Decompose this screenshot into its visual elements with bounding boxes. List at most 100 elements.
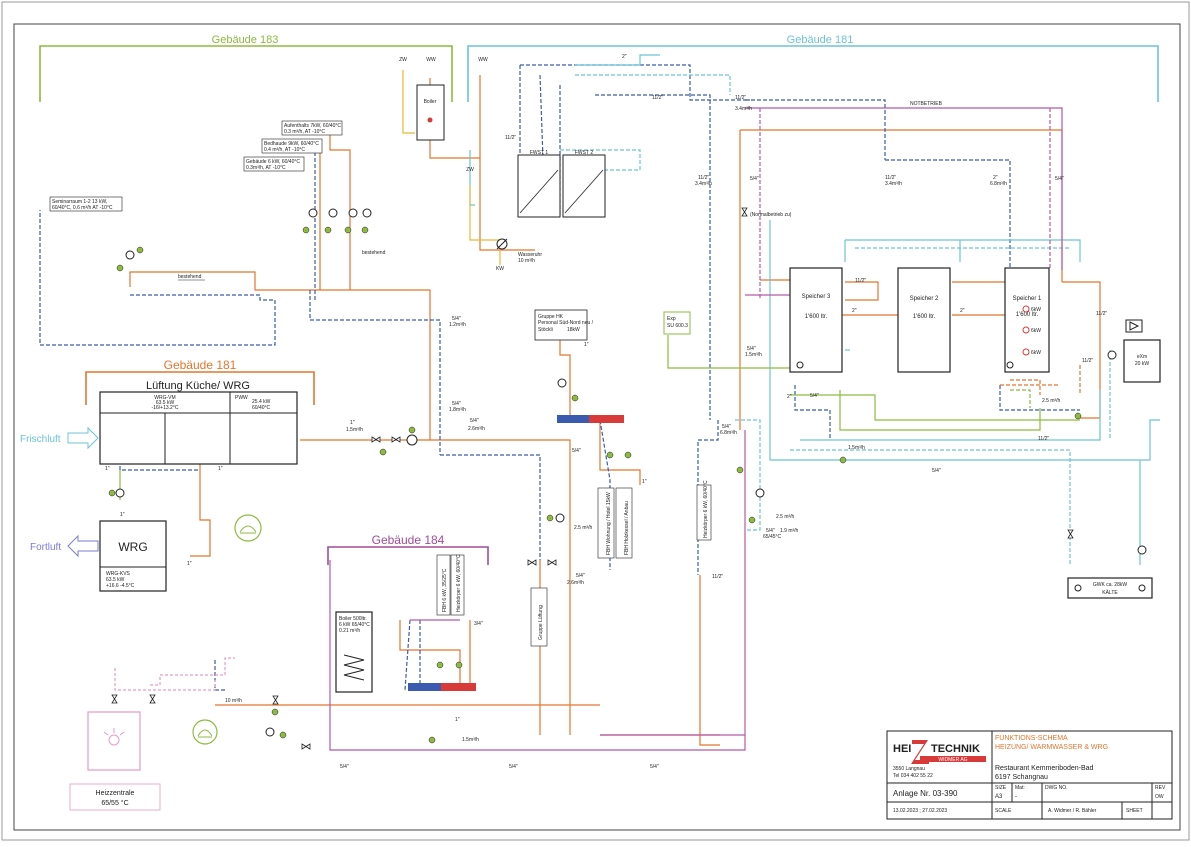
svg-text:11/2": 11/2" [855, 278, 866, 284]
valve-icons [111, 207, 1074, 750]
svg-text:SU 600.3: SU 600.3 [667, 323, 688, 329]
svg-text:Tel 034 402 55 22: Tel 034 402 55 22 [893, 773, 933, 779]
svg-text:Stöckli: Stöckli [538, 327, 553, 333]
svg-text:1.5m³/h: 1.5m³/h [745, 352, 762, 358]
svg-text:FBH Holzkessel / Anbau: FBH Holzkessel / Anbau [624, 501, 630, 555]
svg-text:0.3 m³/h, AT -10°C: 0.3 m³/h, AT -10°C [284, 129, 325, 135]
svg-text:FBH 6 kW, 35/25°C: FBH 6 kW, 35/25°C [442, 568, 448, 612]
svg-text:A3: A3 [995, 794, 1003, 800]
svg-text:Speicher 3: Speicher 3 [802, 294, 831, 300]
expansion-vessel: Exp SU 600.3 [663, 311, 691, 335]
svg-text:11/2": 11/2" [505, 135, 516, 141]
svg-text:11/2": 11/2" [712, 574, 723, 580]
svg-text:Boiler 500ltr.: Boiler 500ltr. [339, 616, 367, 622]
svg-text:60/40°C, 0.6 m³/h AT -10°C: 60/40°C, 0.6 m³/h AT -10°C [52, 205, 113, 211]
fwst-2: FWST 2 [562, 150, 606, 218]
svg-text:2.6m³/h: 2.6m³/h [567, 580, 584, 586]
svg-text:TECHNIK: TECHNIK [931, 743, 980, 755]
svg-text:2": 2" [960, 308, 965, 314]
svg-text:1.5m³/h: 1.5m³/h [848, 445, 865, 451]
svg-text:3.4m³/h: 3.4m³/h [885, 181, 902, 187]
heizzentrale: Heizzentrale 65/55 °C [69, 711, 161, 811]
svg-text:6197 Schangnau: 6197 Schangnau [995, 774, 1048, 781]
svg-text:Boiler: Boiler [424, 99, 437, 105]
svg-text:PWW: PWW [235, 395, 248, 401]
svg-text:11/2": 11/2" [1038, 436, 1049, 442]
svg-text:WRG-VM: WRG-VM [154, 395, 175, 401]
speicher-1: Speicher 1 1'600 ltr. 6kW 6kW 6kW [1004, 267, 1050, 373]
svg-text:Heizzentrale: Heizzentrale [96, 790, 135, 797]
svg-text:65/55 °C: 65/55 °C [101, 799, 128, 807]
svg-text:A. Widmer / R. Bähler: A. Widmer / R. Bähler [1048, 808, 1097, 814]
fan-icon-left [234, 514, 262, 542]
lueftung-unit: Lüftung Küche/ WRG WRG-VM 63.5 kW -16/+1… [99, 380, 298, 465]
kw-label: KW [496, 266, 504, 272]
zw-label-2: ZW [466, 167, 474, 173]
speicher-3: Speicher 3 1'600 ltr. [789, 267, 843, 373]
building-181-top-label: Gebäude 181 [787, 34, 854, 46]
svg-text:Restaurant Kemmeriboden-Bad: Restaurant Kemmeriboden-Bad [995, 765, 1094, 772]
svg-text:6kW: 6kW [1031, 307, 1041, 313]
svg-text:1'600 ltr.: 1'600 ltr. [805, 314, 828, 320]
svg-text:18kW: 18kW [567, 327, 580, 333]
svg-text:REV: REV [1155, 785, 1166, 791]
svg-text:5/4": 5/4" [452, 401, 461, 407]
svg-text:Gruppe HK: Gruppe HK [538, 314, 564, 320]
boiler-184: Boiler 500ltr. 6 kW 65/40°C 0.21 m³/h [335, 611, 373, 693]
building-181-left-label: Gebäude 181 [164, 358, 237, 372]
building-181-top-bracket: Gebäude 181 [467, 34, 1159, 102]
svg-text:+16.6 -4.5°C: +16.6 -4.5°C [106, 583, 135, 589]
svg-text:3550 Langnau: 3550 Langnau [893, 766, 925, 772]
fortluft-arrow: Fortluft [30, 534, 99, 558]
svg-text:2.5 m³/h: 2.5 m³/h [574, 525, 593, 531]
svg-text:1": 1" [350, 420, 355, 426]
wasseruhr-meter: Wasseruhr 10 m³/h [496, 238, 542, 264]
svg-text:5/4": 5/4" [576, 573, 585, 579]
svg-text:bestehend: bestehend [362, 250, 386, 256]
svg-text:2": 2" [993, 175, 998, 181]
pipe-annotations: 2" 11/2" 11/2" 11/2" 3.4m³/h 11/2" 3.4m³… [105, 54, 1107, 770]
svg-text:0.4 m³/h, AT -10°C: 0.4 m³/h, AT -10°C [264, 147, 305, 153]
svg-text:Seminarraum 1-2 13 kW,: Seminarraum 1-2 13 kW, [52, 199, 107, 205]
svg-text:2.5 m³/h: 2.5 m³/h [1042, 398, 1061, 404]
svg-text:1.9 m³/h: 1.9 m³/h [780, 528, 799, 534]
svg-text:0.21 m³/h: 0.21 m³/h [339, 628, 360, 634]
svg-text:-16/+13.2°C: -16/+13.2°C [152, 405, 179, 411]
svg-text:FWST 1: FWST 1 [530, 150, 548, 156]
svg-text:FWST 2: FWST 2 [575, 150, 593, 156]
svg-text:25.4 kW: 25.4 kW [252, 399, 271, 405]
svg-text:GWK ca. 28kW: GWK ca. 28kW [1093, 582, 1127, 588]
frischluft-arrow: Frischluft [20, 426, 99, 450]
svg-text:6.8m³/h: 6.8m³/h [990, 181, 1007, 187]
svg-text:10 m³/h: 10 m³/h [225, 698, 242, 704]
svg-text:Speicher 2: Speicher 2 [910, 296, 939, 302]
svg-text:5/4": 5/4" [747, 346, 756, 352]
svg-text:1.8m³/h: 1.8m³/h [449, 407, 466, 413]
svg-text:0.3m³/h, AT -10°C: 0.3m³/h, AT -10°C [246, 165, 286, 171]
svg-text:FUNKTIONS-SCHEMA: FUNKTIONS-SCHEMA [995, 735, 1068, 742]
svg-text:6.8m³/h: 6.8m³/h [720, 430, 737, 436]
svg-text:1": 1" [218, 466, 223, 472]
svg-text:1": 1" [120, 512, 125, 518]
svg-text:HEI: HEI [893, 743, 911, 755]
svg-text:63.5 kW: 63.5 kW [156, 400, 175, 406]
svg-text:1.2m³/h: 1.2m³/h [449, 322, 466, 328]
svg-text:1.5m³/h: 1.5m³/h [462, 737, 479, 743]
drawing-frame [13, 23, 1181, 831]
svg-text:63.5 kW: 63.5 kW [106, 577, 125, 583]
frischluft-label: Frischluft [20, 434, 61, 445]
svg-text:Wasseruhr: Wasseruhr [518, 252, 542, 258]
svg-text:5/4": 5/4" [509, 764, 518, 770]
svg-text:6kW: 6kW [1031, 328, 1041, 334]
svg-text:13.02.2023 ; 27.02.2023: 13.02.2023 ; 27.02.2023 [893, 808, 947, 814]
svg-text:Anlage Nr. 03-390: Anlage Nr. 03-390 [893, 789, 958, 798]
svg-text:1'600 ltr.: 1'600 ltr. [1016, 312, 1039, 318]
svg-text:11/2": 11/2" [652, 95, 663, 101]
svg-text:5/4": 5/4" [452, 316, 461, 322]
svg-text:1": 1" [455, 717, 460, 723]
svg-text:11/2": 11/2" [698, 175, 709, 181]
fan-icon-bottom [192, 719, 218, 745]
svg-text:-: - [1015, 794, 1017, 800]
